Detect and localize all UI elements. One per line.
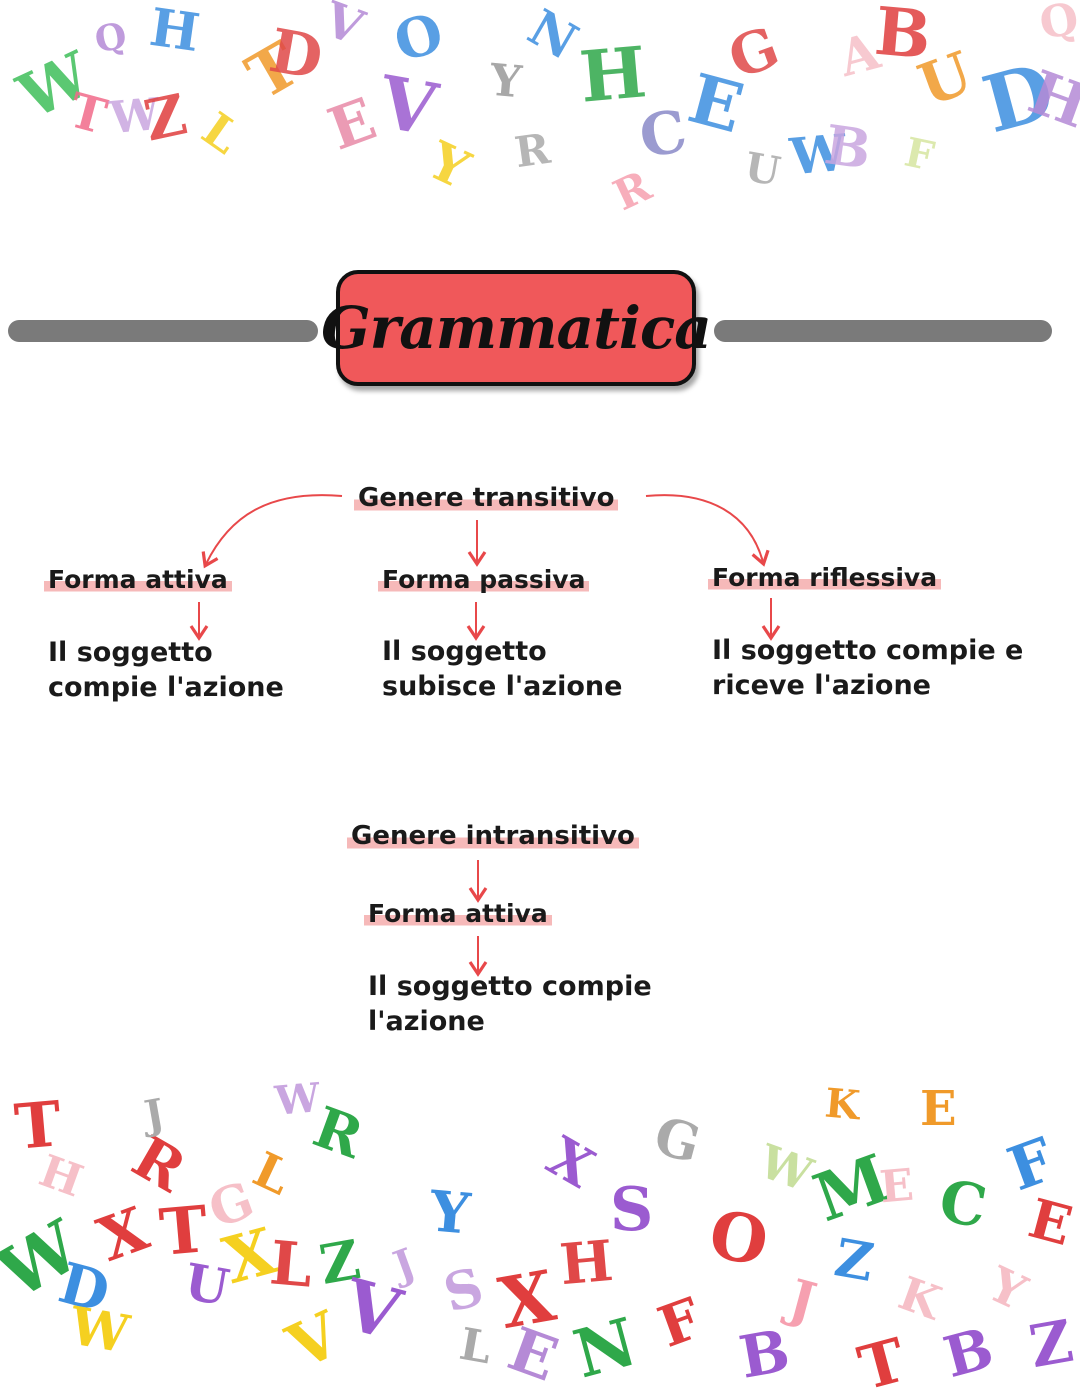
form-active-label: Forma attiva (44, 565, 232, 594)
arrow-to-forma-attiva (201, 494, 343, 569)
decorative-letters-top: W T Q W H Z L T D V E V O Y Y R N H R C … (7, 0, 1080, 221)
form-passive-text: Forma passiva (378, 565, 590, 594)
intransitive-form-text: Forma attiva (364, 899, 552, 928)
decorative-letters-bottom: T H W D X W R J T U G X L L W V R Z V J … (0, 1075, 1079, 1394)
form-passive-description: Il soggetto subisce l'azione (382, 636, 623, 702)
intransitive-form-label: Forma attiva (364, 899, 552, 928)
transitive-heading-text: Genere transitivo (354, 483, 619, 513)
title-divider-left (8, 320, 318, 342)
transitive-heading: Genere transitivo (354, 483, 619, 513)
intransitive-heading: Genere intransitivo (347, 821, 639, 851)
title-banner: Grammatica (321, 270, 712, 386)
form-active-description: Il soggetto compie l'azione (48, 637, 284, 703)
form-reflexive-label: Forma riflessiva (708, 563, 942, 592)
intransitive-heading-text: Genere intransitivo (347, 821, 639, 851)
page-title: Grammatica (321, 294, 712, 362)
arrow-to-forma-riflessiva (645, 494, 770, 567)
form-active-text: Forma attiva (44, 565, 232, 594)
intransitive-form-description: Il soggetto compie l'azione (368, 971, 652, 1037)
form-passive-label: Forma passiva (378, 565, 590, 594)
form-reflexive-description: Il soggetto compie e riceve l'azione (712, 635, 1024, 701)
form-reflexive-text: Forma riflessiva (708, 563, 942, 592)
title-divider-right (714, 320, 1052, 342)
